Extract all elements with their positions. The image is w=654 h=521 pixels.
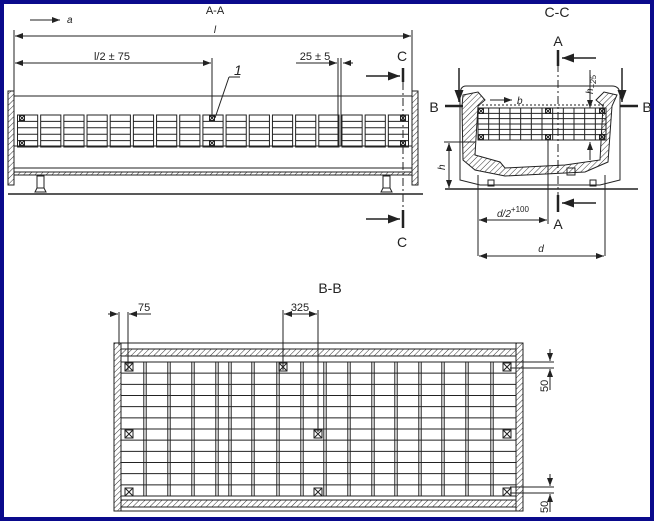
- dim-half-width-label: d/2+100: [497, 205, 529, 220]
- section-bb-view: B-B 75 325 50 50: [108, 280, 554, 513]
- spacer-block-icon: [400, 140, 406, 146]
- spacer-block-icon: [599, 134, 605, 140]
- spacer-block-icon: [478, 134, 484, 140]
- spacer-block-icon: [313, 429, 323, 439]
- section-c-mark-top: C: [397, 48, 407, 64]
- callout-1: 1: [234, 62, 242, 78]
- grid-cell: [271, 114, 294, 148]
- grid-cell: [364, 114, 386, 148]
- section-bb-title: B-B: [318, 280, 341, 296]
- grid-cell: [225, 114, 247, 148]
- dim-width-label: d: [538, 244, 544, 255]
- grid-cell: [109, 114, 131, 148]
- grid-cell: [156, 114, 178, 148]
- dim-gap-label: 25 ± 5: [300, 51, 331, 63]
- rack-grid-plan: [121, 362, 516, 497]
- spacer-block-icon: [599, 108, 605, 114]
- spacer-block-icon: [124, 429, 134, 439]
- section-cc-title: C-C: [545, 4, 570, 20]
- direction-label-a: a: [67, 15, 73, 26]
- dim-length-label: l: [214, 25, 217, 36]
- dim-height-offset-symbol: h: [585, 88, 596, 94]
- grid-cell: [17, 114, 39, 148]
- dim-height-label: h: [437, 164, 448, 170]
- dim-height-offset-label: h−25: [585, 74, 598, 94]
- dim-height-offset-sub: −25: [589, 74, 598, 88]
- spacer-block-icon: [545, 134, 551, 140]
- section-b-mark-left: B: [429, 99, 438, 115]
- spacer-block-icon: [502, 429, 512, 439]
- grid-cell: [318, 114, 340, 148]
- rack-grid-side: [17, 114, 409, 148]
- spacer-block-icon: [19, 140, 25, 146]
- grid-cell: [248, 114, 270, 148]
- spacer-block-icon: [124, 429, 134, 439]
- section-aa-view: A-A a l l/2 ± 75 25 ± 5 1: [7, 5, 423, 250]
- grid-cell: [132, 114, 155, 148]
- spacer-block-icon: [313, 487, 323, 497]
- spacer-block-icon: [545, 108, 551, 114]
- spacer-block-icon: [313, 487, 323, 497]
- grid-cell: [387, 114, 409, 148]
- dim-bottom-label: 50: [539, 501, 551, 513]
- spacer-block-icon: [478, 108, 484, 114]
- spacer-block-icon: [502, 429, 512, 439]
- bottom-beam: [13, 171, 413, 176]
- grid-cell: [40, 114, 62, 148]
- spacer-block-icon: [209, 115, 215, 121]
- spacer-block-icon: [124, 362, 134, 372]
- spacer-block-icon: [599, 134, 605, 140]
- spacer-block-icon: [502, 362, 512, 372]
- grid-cell: [86, 114, 108, 148]
- direction-label-b: b: [517, 96, 523, 107]
- spacer-block-icon: [545, 134, 551, 140]
- dim-half-width-sup: +100: [511, 205, 530, 214]
- spacer-block-icon: [19, 115, 25, 121]
- spacer-block-icon: [502, 487, 512, 497]
- spacer-block-icon: [478, 134, 484, 140]
- dim-spacing-label: 325: [291, 302, 309, 314]
- left-end-plate: [7, 90, 15, 186]
- section-b-mark-right: B: [642, 99, 651, 115]
- tank-outline: [459, 85, 621, 186]
- grid-cell: [295, 114, 317, 148]
- section-a-mark-bottom: A: [553, 216, 563, 232]
- section-cc-view: C-C b A A B B h−25 h: [429, 4, 652, 259]
- tank-wall-section: [461, 91, 618, 177]
- spacer-block-icon: [124, 487, 134, 497]
- foot-right: [382, 175, 391, 189]
- dim-edge-label: 75: [138, 302, 150, 314]
- spacer-block-icon: [19, 115, 25, 121]
- spacer-block-icon: [599, 108, 605, 114]
- spacer-block-icon: [478, 108, 484, 114]
- spacer-block-icon: [124, 362, 134, 372]
- foot-left: [36, 175, 45, 189]
- dim-half-width-symbol: d/2: [497, 209, 511, 220]
- rack-grid-end-lines: [478, 108, 606, 140]
- grid-cell: [179, 114, 201, 148]
- spacer-block-icon: [19, 140, 25, 146]
- spacer-block-icon: [124, 487, 134, 497]
- spacer-block-icon: [209, 140, 215, 146]
- grid-cell: [63, 114, 85, 148]
- spacer-block-icon: [502, 362, 512, 372]
- spacer-block-icon: [209, 140, 215, 146]
- spacer-block-icon: [209, 115, 215, 121]
- spacer-block-icon: [502, 487, 512, 497]
- bottom-wall: [120, 499, 517, 508]
- grid-cell: [341, 114, 363, 148]
- dim-half-length-label: l/2 ± 75: [94, 51, 130, 63]
- section-a-mark-top: A: [553, 33, 563, 49]
- section-aa-title: A-A: [206, 5, 225, 17]
- right-end-plate: [411, 90, 419, 186]
- dim-top-label: 50: [539, 380, 551, 392]
- spacer-block-icon: [545, 108, 551, 114]
- section-c-mark-bottom: C: [397, 234, 407, 250]
